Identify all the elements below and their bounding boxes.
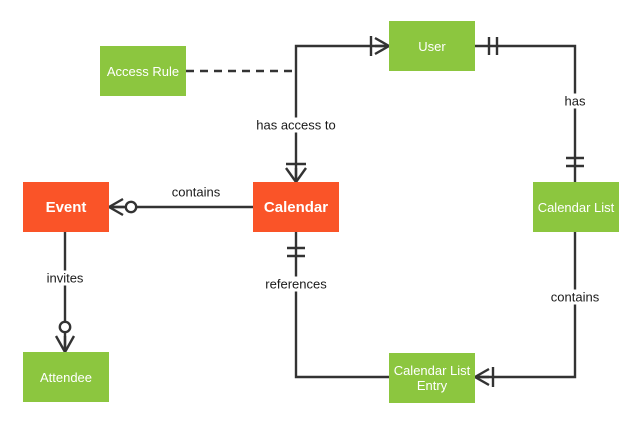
edge-label-has-access-to: has access to	[253, 117, 339, 133]
entity-user[interactable]: User	[389, 21, 475, 71]
edge-label-contains-event-calendar: contains	[168, 184, 224, 200]
edge-label-invites: invites	[43, 270, 87, 286]
entity-event-label: Event	[45, 198, 87, 216]
edge-label-contains-calendar-list: contains	[547, 289, 603, 305]
connector-calendar-list-entry	[475, 232, 577, 379]
entity-calendar-list-entry[interactable]: Calendar List Entry	[389, 353, 475, 403]
cardinality-one-or-many-user-left	[369, 36, 390, 56]
cardinality-zero-or-many-event-right	[108, 197, 138, 217]
edge-label-references: references	[262, 276, 330, 292]
cardinality-zero-or-many-attendee-top	[54, 320, 76, 353]
cardinality-exactly-one-calendar-list-top	[566, 156, 584, 168]
cardinality-one-or-many-calendar-top	[285, 162, 307, 183]
entity-event[interactable]: Event	[23, 182, 109, 232]
entity-attendee-label: Attendee	[39, 369, 93, 385]
entity-user-label: User	[418, 38, 446, 54]
cardinality-exactly-one-calendar-bottom	[287, 246, 305, 258]
entity-calendar-list-label: Calendar List	[537, 199, 615, 215]
entity-calendar-list-entry-label: Calendar List Entry	[393, 363, 471, 393]
entity-calendar-label: Calendar	[263, 198, 329, 216]
entity-attendee[interactable]: Attendee	[23, 352, 109, 402]
connector-user-calendar-list	[475, 44, 577, 182]
entity-calendar-list[interactable]: Calendar List	[533, 182, 619, 232]
entity-access-rule-label: Access Rule	[106, 63, 180, 79]
cardinality-exactly-one-user-right	[487, 37, 499, 55]
connector-calendar-user	[294, 44, 389, 182]
edge-label-has: has	[561, 93, 589, 109]
cardinality-one-or-many-cle-right	[474, 367, 495, 387]
connector-calendar-references	[294, 232, 389, 379]
entity-access-rule[interactable]: Access Rule	[100, 46, 186, 96]
entity-calendar[interactable]: Calendar	[253, 182, 339, 232]
